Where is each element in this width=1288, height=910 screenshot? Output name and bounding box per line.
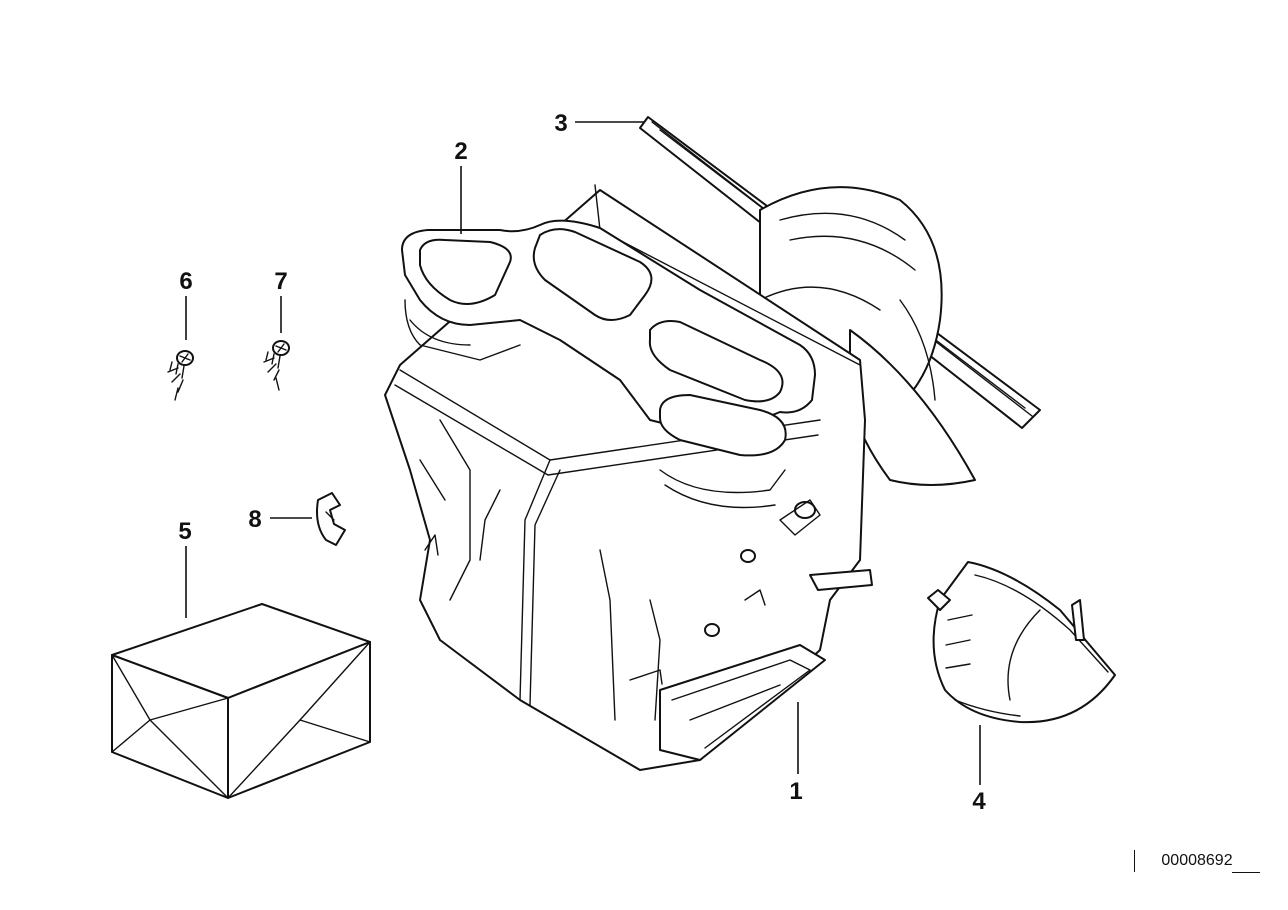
part-8-clip[interactable] [316,492,346,546]
callout-7[interactable]: 7 [274,268,288,295]
callout-2[interactable]: 2 [454,138,468,165]
part-6-screw[interactable] [167,350,194,401]
bracket-left [1134,850,1141,872]
leader-lines [185,121,981,785]
document-number-text: 00008692 [1161,852,1233,869]
document-number: 00008692 [1134,848,1260,874]
bracket-right [1232,850,1260,873]
callout-8[interactable]: 8 [248,506,262,533]
callout-4[interactable]: 4 [972,788,986,815]
callout-3[interactable]: 3 [554,110,568,137]
part-4-duct-cone[interactable] [927,561,1116,724]
callout-5[interactable]: 5 [178,518,192,545]
part-7-screw[interactable] [263,340,290,391]
callout-1[interactable]: 1 [789,778,803,805]
callout-6[interactable]: 6 [179,268,193,295]
part-5-box[interactable] [111,603,371,799]
part-2-gasket[interactable] [401,219,816,509]
